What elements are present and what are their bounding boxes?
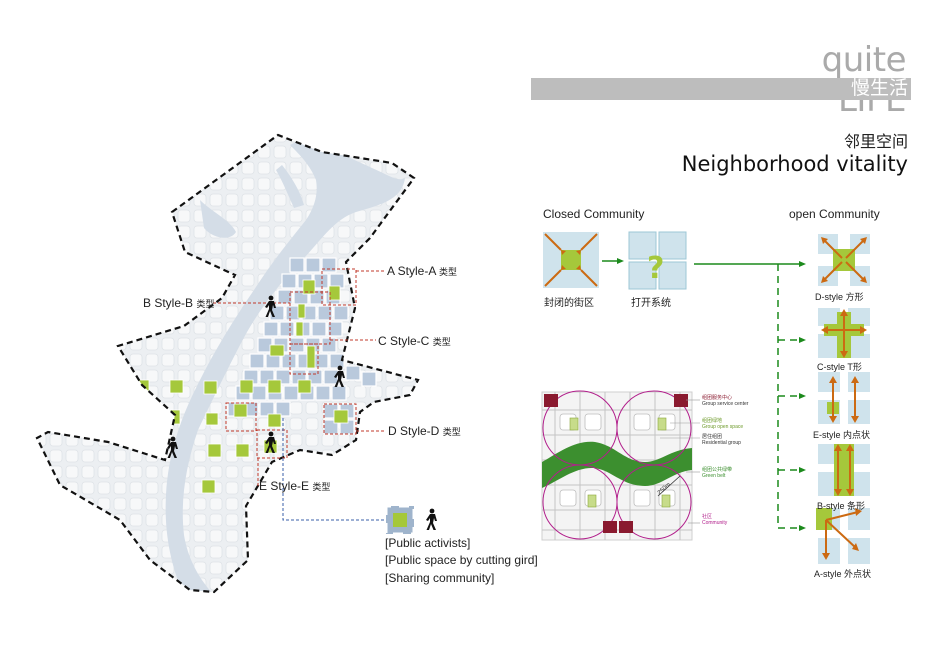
plan-label-green-belt: 组团公共绿带 Green belt bbox=[702, 467, 733, 479]
neighborhood-plan bbox=[541, 390, 693, 541]
callout-style-b: B Style-B 类型 bbox=[143, 296, 215, 310]
b-style-icon bbox=[818, 444, 870, 496]
closed-community-icon bbox=[543, 232, 599, 288]
section-title-zh: 邻里空间 bbox=[843, 134, 908, 151]
d-style-icon bbox=[818, 234, 870, 286]
open-system-label: 打开系统 bbox=[631, 298, 671, 309]
a-style-icon bbox=[816, 508, 870, 564]
style-label-b: B-style 条形 bbox=[817, 501, 866, 511]
brand-bar bbox=[531, 78, 911, 100]
callout-style-e: E Style-E 类型 bbox=[259, 479, 331, 493]
plan-label-residential-group: 居住组团 Residential group bbox=[702, 434, 741, 446]
callout-style-d: D Style-D 类型 bbox=[388, 424, 461, 438]
legend-item: [Sharing community] bbox=[385, 571, 495, 585]
pedestrian-icon-4 bbox=[167, 436, 178, 458]
plan-label-service-center: 组团服务中心 Group service center bbox=[702, 395, 749, 407]
style-label-a: A-style 外点状 bbox=[814, 569, 872, 579]
plan-label-open-space: 组团绿地 Group open space bbox=[702, 418, 744, 430]
style-label-c: C-style T形 bbox=[817, 362, 862, 372]
legend-item: [Public space by cutting gird] bbox=[385, 553, 538, 567]
open-system-icon: ? bbox=[628, 231, 687, 290]
legend-block-icon bbox=[384, 504, 416, 536]
pedestrian-icon-2 bbox=[334, 365, 345, 387]
closed-community-title: Closed Community bbox=[543, 207, 645, 221]
e-style-icon bbox=[818, 372, 870, 424]
open-community-title: open Community bbox=[789, 207, 880, 221]
callout-style-c: C Style-C 类型 bbox=[378, 334, 451, 348]
style-label-e: E-style 内点状 bbox=[813, 430, 871, 440]
plan-label-community: 社区 Community bbox=[702, 514, 728, 526]
style-label-d: D-style 方形 bbox=[815, 292, 864, 302]
pedestrian-icon-3 bbox=[265, 431, 276, 453]
brand-subtitle: 慢生活 bbox=[850, 78, 908, 99]
c-style-icon bbox=[818, 308, 870, 358]
question-mark-icon: ? bbox=[647, 251, 664, 286]
legend-pedestrian-icon bbox=[426, 508, 437, 530]
callout-style-a: A Style-A 类型 bbox=[387, 264, 458, 278]
section-title-en: Neighborhood vitality bbox=[681, 152, 908, 176]
closed-block-label: 封闭的街区 bbox=[544, 298, 594, 309]
legend-item: [Public activists] bbox=[385, 536, 471, 550]
pedestrian-icon-1 bbox=[265, 295, 276, 317]
